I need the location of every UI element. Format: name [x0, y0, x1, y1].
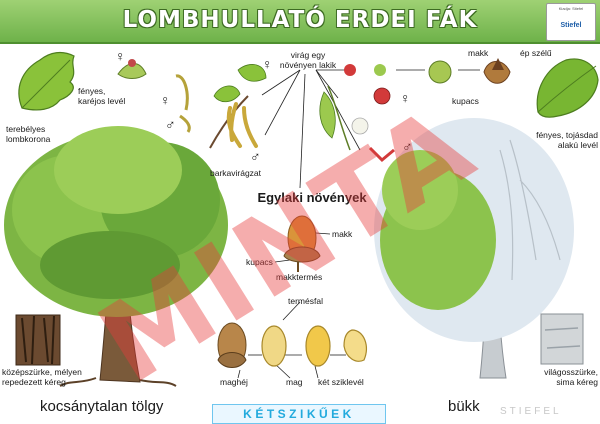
- acorn-illustration: [283, 215, 321, 272]
- category-badge: KÉTSZIKŰEK: [212, 404, 386, 424]
- tree-name-oak: kocsánytalan tölgy: [40, 398, 164, 415]
- label-acorn-cup: kupacs: [246, 257, 273, 267]
- label-beech-leaf-edge: ép szélű: [520, 48, 552, 58]
- seed-dissection-illustration: [217, 322, 367, 368]
- connector-lines: [237, 69, 480, 379]
- page-title: LOMBHULLATÓ ERDEI FÁK: [122, 7, 478, 33]
- beech-bark-sample: [540, 313, 584, 365]
- category-badge-text: KÉTSZIKŰEK: [243, 407, 355, 421]
- label-catkin: barkavirágzat: [210, 168, 262, 178]
- label-beech-cup: kupacs: [452, 96, 479, 106]
- female-flower-oak: [117, 59, 147, 79]
- female-symbol-4: ♀: [400, 90, 411, 106]
- catkin-branch-illustration: [175, 64, 267, 149]
- label-beech-leaf: fényes, tojásdad alakú levél: [536, 130, 598, 150]
- female-symbol-2: ♀: [160, 92, 171, 108]
- beech-leaf-illustration: [536, 58, 599, 118]
- male-symbol-1: ♂: [165, 116, 176, 132]
- label-acorn-nut: makk: [332, 229, 353, 239]
- section-heading: Egylaki növények: [257, 190, 367, 205]
- label-beech-bark: világosszürke, sima kéreg: [544, 367, 598, 387]
- beech-nut-illustration: [428, 58, 511, 84]
- tree-name-beech: bükk: [448, 398, 480, 415]
- label-oak-bark: középszürke, mélyen repedezett kéreg: [2, 367, 82, 387]
- label-monoecious-note: virág egy növényen lakik: [279, 50, 337, 70]
- oak-bark-sample: [15, 314, 61, 366]
- label-cotyledons: két sziklevél: [318, 377, 364, 387]
- label-beech-nut: makk: [468, 48, 489, 58]
- male-symbol-3: ♂: [402, 138, 413, 154]
- title-bar: LOMBHULLATÓ ERDEI FÁK Kiadja: Stiefel St…: [0, 0, 600, 44]
- label-oak-crown: terebélyes lombkorona: [6, 124, 51, 144]
- oak-tree-illustration: [4, 126, 228, 387]
- label-seed-coat: maghéj: [220, 377, 248, 387]
- oak-leaf-illustration: [18, 51, 75, 111]
- label-oak-leaf: fényes, karéjos levél: [78, 86, 126, 106]
- female-symbol-1: ♀: [115, 48, 126, 64]
- male-symbol-2: ♂: [250, 148, 261, 164]
- female-symbol-3: ♀: [262, 56, 273, 72]
- publisher-tag: Kiadja: Stiefel: [558, 6, 584, 11]
- label-acorn-fruit: makktermés: [276, 272, 323, 282]
- beech-flower-illustration: [319, 64, 395, 163]
- corner-watermark: STIEFEL: [500, 406, 562, 417]
- beech-tree-illustration: [374, 118, 574, 379]
- label-fruit-wall: termésfal: [288, 296, 323, 306]
- label-seed: mag: [286, 377, 303, 387]
- publisher-name: Stiefel: [560, 22, 582, 29]
- publisher-logo: Kiadja: Stiefel Stiefel: [546, 3, 596, 41]
